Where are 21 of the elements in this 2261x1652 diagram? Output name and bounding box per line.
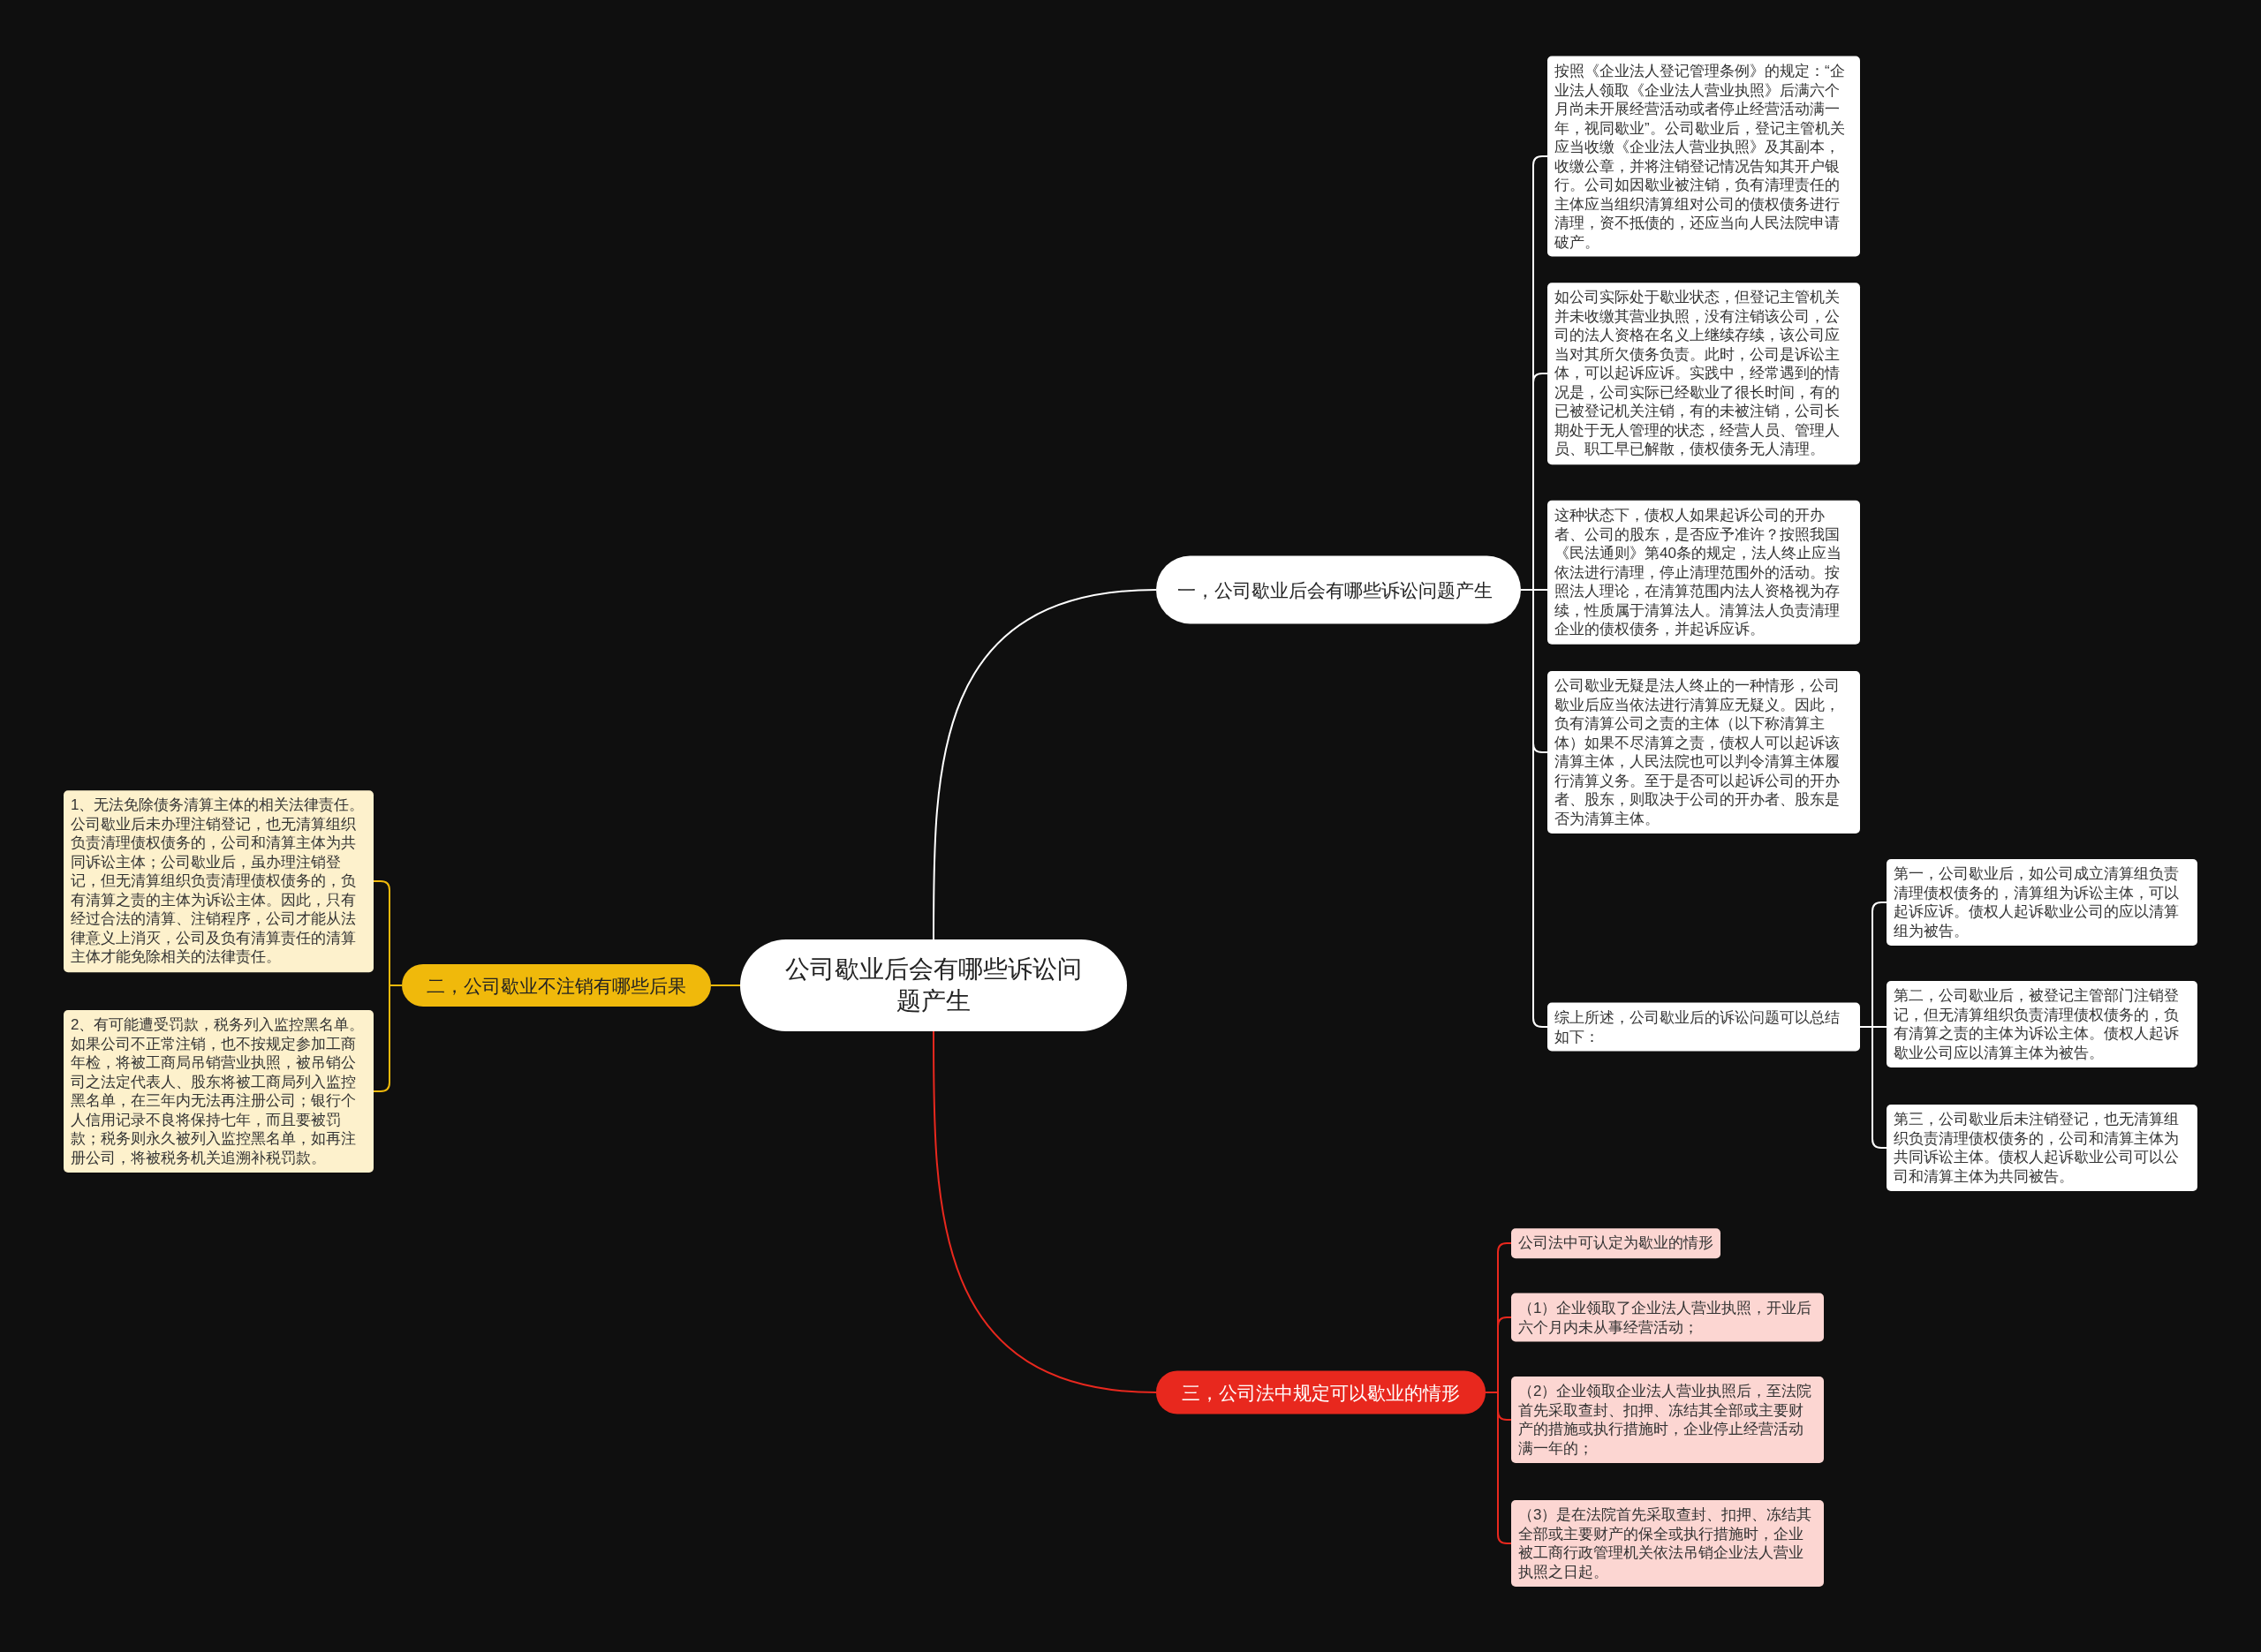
branch-topic: 二，公司歇业不注销有哪些后果 [402,964,711,1007]
connector-line [933,1030,1157,1393]
text-card: 按照《企业法人登记管理条例》的规定：“企业法人领取《企业法人营业执照》后满六个月尚未开展经营活动或者停止经营活动满一年，视同歇业”。公司歇业后，登记主管机关应当收缴《企业法人营业执照》及其副本，收缴公章，并将注销登记情况告知其开户银行。公司如因歇业被注销，负有清理责任的主体应当组织清算组对公司的债权债务进行清理，资不抵债的，还应当向人民法院申请破产。 [1547,56,1860,257]
text-card: 如公司实际处于歇业状态，但登记主管机关并未收缴其营业执照，没有注销该公司，公司的法人资格在名义上继续存续，该公司应当对其所欠债务负责。此时，公司是诉讼主体，可以起诉应诉。实践中，经常遇到的情况是，公司实际已经歇业了很长时间，有的已被登记机关注销，有的未被注销，公司长期处于无人管理的状态，经营人员、管理人员、职工早已解散，债权债务无人清理。 [1547,283,1860,464]
branch-topic: 三，公司法中规定可以歇业的情形 [1156,1370,1486,1414]
text-card: 公司法中可认定为歇业的情形 [1511,1228,1720,1258]
connector-line [933,589,1157,940]
text-card: 第二，公司歇业后，被登记主管部门注销登记，但无清算组织负责清理债权债务的，负有清算之责的主体为诉讼主体。债权人起诉歇业公司应以清算主体为被告。 [1887,981,2197,1067]
text-card: （3）是在法院首先采取查封、扣押、冻结其全部或主要财产的保全或执行措施时，企业被工商行政管理机关依法吊销企业法人营业执照之日起。 [1511,1500,1824,1587]
text-card: 公司歇业无疑是法人终止的一种情形，公司歇业后应当依法进行清算应无疑义。因此，负有清算公司之责的主体（以下称清算主体）如果不尽清算之责，债权人可以起诉该清算主体，人民法院也可以判令清算主体履行清算义务。至于是否可以起诉公司的开办者、股东，则取决于公司的开办者、股东是否为清算主体。 [1547,671,1860,834]
text-card: （2）企业领取企业法人营业执照后，至法院首先采取查封、扣押、冻结其全部或主要财产的措施或执行措施时，企业停止经营活动满一年的； [1511,1377,1824,1463]
central-topic: 公司歇业后会有哪些诉讼问题产生 [740,939,1127,1031]
text-card: 综上所述，公司歇业后的诉讼问题可以总结如下： [1547,1002,1860,1052]
text-card: 这种状态下，债权人如果起诉公司的开办者、公司的股东，是否应予准许？按照我国《民法通则》第40条的规定，法人终止应当依法进行清理，停止清理范围外的活动。按照法人理论，在清算范围内法人资格视为存续，性质属于清算法人。清算法人负责清理企业的债权债务，并起诉应诉。 [1547,500,1860,645]
text-card: （1）企业领取了企业法人营业执照，开业后六个月内未从事经营活动； [1511,1293,1824,1342]
text-card: 2、有可能遭受罚款，税务列入监控黑名单。如果公司不正常注销，也不按规定参加工商年检，将被工商局吊销营业执照，被吊销公司之法定代表人、股东将被工商局列入监控黑名单，在三年内无法再注册公司；银行个人信用记录不良将保持七年，而且要被罚款；税务则永久被列入监控黑名单，如再注册公司，将被税务机关追溯补税罚款。 [64,1010,374,1173]
text-card: 1、无法免除债务清算主体的相关法律责任。公司歇业后未办理注销登记，也无清算组织负责清理债权债务的，公司和清算主体为共同诉讼主体；公司歇业后，虽办理注销登记，但无清算组织负责清理债权债务的，负有清算之责的主体为诉讼主体。因此，只有经过合法的清算、注销程序，公司才能从法律意义上消灭，公司及负有清算责任的清算主体才能免除相关的法律责任。 [64,790,374,972]
branch-topic: 一，公司歇业后会有哪些诉讼问题产生 [1156,555,1521,624]
connector-line [710,984,741,986]
text-card: 第一，公司歇业后，如公司成立清算组负责清理债权债务的，清算组为诉讼主体，可以起诉应诉。债权人起诉歇业公司的应以清算组为被告。 [1887,859,2197,946]
text-card: 第三，公司歇业后未注销登记，也无清算组织负责清理债权债务的，公司和清算主体为共同诉讼主体。债权人起诉歇业公司可以公司和清算主体为共同被告。 [1887,1105,2197,1191]
